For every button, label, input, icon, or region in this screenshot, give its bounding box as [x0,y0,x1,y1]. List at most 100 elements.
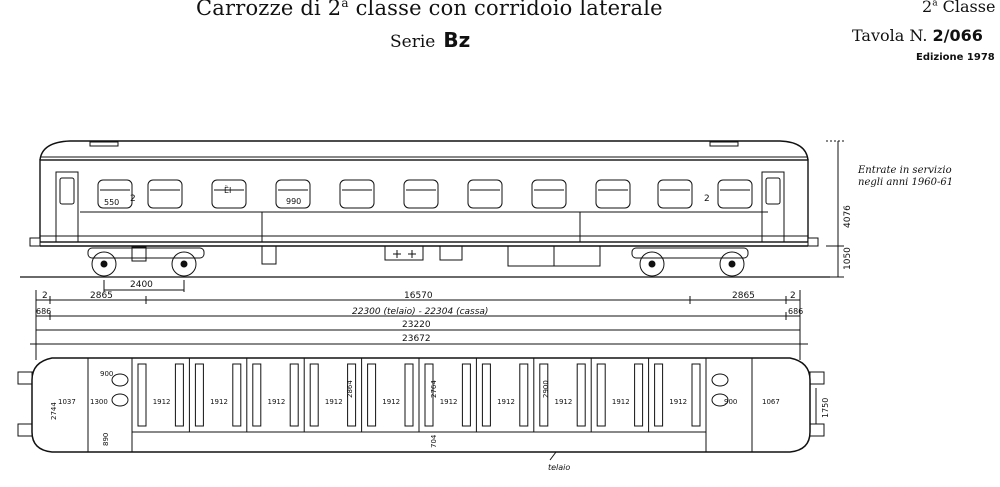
axle-hub [648,260,656,268]
window-plate: 990 [286,197,301,206]
dimension-block: 2400 2 2865 16570 2865 2 686 22300 (tela… [30,280,808,360]
compartment-row: 1912 1912 1912 1912 1912 1912 1912 1912 1912 1912 [137,358,707,432]
window-plate: 550 [104,198,119,207]
vestibule-depth-label: 1037 [58,398,76,406]
compartment: 1912 [194,358,248,432]
end-door [55,171,79,243]
compartment-length-label: 1912 [325,398,343,406]
underframe-box [439,245,463,261]
side-window [275,179,311,209]
bogie-left [87,246,205,277]
seat-bench [596,363,606,427]
table-number: Tavola N. 2/066 [852,26,983,45]
side-window [657,179,693,209]
side-window [717,179,753,209]
seat-bench [309,363,319,427]
end-door-window [59,177,75,205]
underframe-box [384,245,424,261]
offset-label: 890 [102,433,110,446]
seat-bench [137,363,147,427]
compartment-length-label: 1912 [210,398,228,406]
compartment: 1912 [481,358,535,432]
series-code: Bz [443,28,471,52]
buffer-plan [809,371,825,385]
roof-vent [89,141,119,147]
compartment-length-label: 1912 [440,398,458,406]
end-door-window [765,177,781,205]
compartment: 1912 [539,358,592,432]
window-number: 2 [130,194,136,204]
toilet-width-label: 900 [100,370,113,378]
side-window [97,179,133,209]
bogie-right [631,247,749,277]
compartment: 1912 [654,358,707,432]
end-door [761,171,785,243]
buffer [29,237,41,247]
buffer-plan [809,423,825,437]
seat-bench [539,363,549,427]
plan-outline [31,357,811,453]
wheel [719,251,745,277]
seat-bench [404,363,414,427]
side-window [403,179,439,209]
end-small-label: 2 [42,291,48,301]
wheel [639,251,665,277]
pivot-distance-label: 16570 [404,291,433,301]
corridor-mid-label: 2764 [430,380,438,398]
edition-label: Edizione 1978 [916,52,995,63]
frame-label: telaio [548,463,570,472]
axle-hub [180,260,188,268]
side-elevation: 2 2 550 ȄI 990 [20,140,853,292]
seat-bench [634,363,644,427]
compartment-length-label: 1912 [497,398,515,406]
bogie-spacing-label: 2400 [130,280,153,290]
compartment: 1912 [309,358,363,432]
compartment: 1912 [367,358,420,432]
wheel [171,251,197,277]
side-window [531,179,567,209]
side-window [595,179,631,209]
height-total-label: 4076 [843,205,853,228]
seat-bench [481,363,491,427]
compartment-length-label: 1912 [268,398,286,406]
seat-bench [174,363,184,427]
toilet-width-label: 1300 [90,398,108,406]
height-floor-label: 1050 [843,247,853,270]
washbasin-icon [111,373,129,387]
corridor-width-label: 704 [430,434,438,448]
washbasin-icon [711,373,729,387]
compartment: 1912 [252,358,305,432]
seat-bench [232,363,242,427]
body-side [39,159,809,243]
buffer-plan [17,371,33,385]
corridor-inner-label: 2864 [346,380,354,398]
compartment: 1912 [596,358,650,432]
seat-bench [424,363,434,427]
seat-bench [194,363,204,427]
overhang-label-left: 2865 [90,291,113,301]
axle-hub [728,260,736,268]
length-buffers-label: 23672 [402,334,431,344]
seat-bench [289,363,299,427]
frame-body-label: 22300 (telaio) - 22304 (cassa) [352,307,488,317]
buffer-offset-label: 686 [788,307,803,316]
compartment: 1912 [137,358,190,432]
roof-outline [39,140,809,161]
side-window [211,179,247,209]
compartment-length-label: 1912 [555,398,573,406]
toilet-width-label: 900 [724,398,737,406]
roof-vent [709,141,739,147]
compartment-width-label: 2900 [542,380,550,398]
seat-bench [461,363,471,427]
side-window [467,179,503,209]
end-small-label: 2 [790,291,796,301]
seat-bench [691,363,701,427]
seat-bench [576,363,586,427]
seat-bench [252,363,262,427]
compartment-length-label: 1912 [612,398,630,406]
buffer-plan [17,423,33,437]
underframe-box [261,245,277,265]
